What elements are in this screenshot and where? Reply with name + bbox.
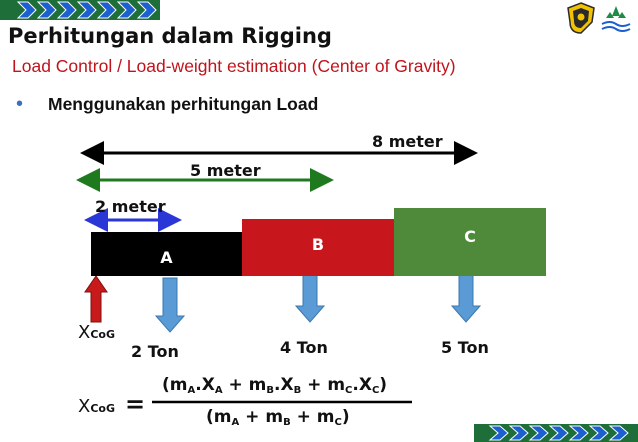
cog-arrow-icon xyxy=(84,275,108,323)
formula-numerator: (mA.XA + mB.XB + mC.XC) xyxy=(162,375,388,396)
formula-denominator: (mA + mB + mC) xyxy=(206,407,350,428)
load-arrow-b-icon xyxy=(294,267,326,323)
company-logo-icon xyxy=(601,6,631,32)
cog-label: XCoG xyxy=(78,322,116,343)
bullet-marker: • xyxy=(16,93,24,115)
footer-chevron-band xyxy=(474,424,638,442)
beam-segment-b: B xyxy=(242,219,394,276)
load-label-b: 4 Ton xyxy=(280,338,328,357)
segment-label-c: C xyxy=(464,226,476,246)
load-arrow-a-icon xyxy=(154,277,186,333)
formula-equals: = xyxy=(125,390,146,418)
beam-segment-c: C xyxy=(394,208,546,276)
load-arrow-c-icon xyxy=(450,267,482,323)
load-label-c: 5 Ton xyxy=(441,338,489,357)
page-title: Perhitungan dalam Rigging xyxy=(8,24,332,48)
load-label-a: 2 Ton xyxy=(131,342,179,361)
bullet-text: Menggunakan perhitungan Load xyxy=(48,94,319,114)
beam-segment-a: A xyxy=(91,232,242,276)
dimension-label-8m: 8 meter xyxy=(372,132,443,151)
dimension-label-5m: 5 meter xyxy=(190,161,261,180)
header-chevron-band xyxy=(0,0,160,20)
formula-lhs: XCoG xyxy=(78,396,116,417)
dimension-label-2m: 2 meter xyxy=(95,197,166,216)
page-subtitle: Load Control / Load-weight estimation (C… xyxy=(12,56,456,76)
segment-label-b: B xyxy=(311,235,325,254)
police-emblem-icon xyxy=(567,2,595,34)
segment-label-a: A xyxy=(160,247,173,267)
